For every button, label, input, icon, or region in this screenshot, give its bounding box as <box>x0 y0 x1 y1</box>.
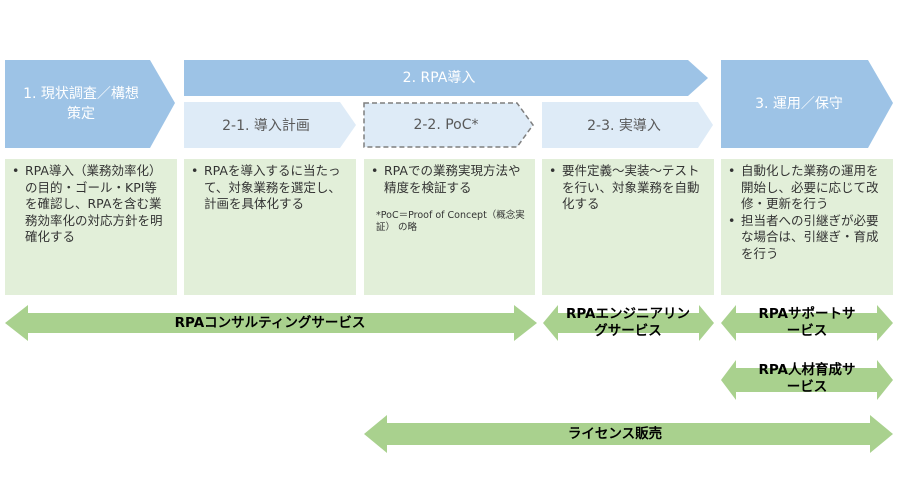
training-arrow <box>721 360 893 400</box>
support-service-label: RPAサポートサービス <box>758 306 856 339</box>
subphase-2-1-label: 2-1. 導入計画 <box>222 118 310 134</box>
subphase-2-3-chevron <box>542 102 713 148</box>
subphase-2-3-label: 2-3. 実導入 <box>587 118 661 134</box>
training-service-label: RPA人材育成サービス <box>758 362 856 395</box>
license-arrow <box>364 415 893 453</box>
phase-2-chevron <box>184 60 708 96</box>
phase-1-label: 1. 現状調査／構想策定 <box>23 86 139 122</box>
description-box-phase-2-2: RPAでの業務実現方法や精度を検証する *PoC＝Proof of Concep… <box>364 159 535 295</box>
description-box-phase-2-3: 要件定義～実装～テストを行い、対象業務を自動化する <box>542 159 714 295</box>
description-box-phase-2-1: RPAを導入するに当たって、対象業務を選定し、計画を具体化する <box>184 159 356 295</box>
consulting-service-label: RPAコンサルティングサービス <box>174 314 366 331</box>
consulting-arrow <box>5 305 537 341</box>
phase-2-label: 2. RPA導入 <box>402 70 476 86</box>
description-item: RPAを導入するに当たって、対象業務を選定し、計画を具体化する <box>191 163 348 213</box>
description-box-phase-3: 自動化した業務の運用を開始し、必要に応じて改修・更新を行う 担当者への引継ぎが必… <box>721 159 893 295</box>
description-item: RPA導入（業務効率化）の目的・ゴール・KPI等を確認し、RPAを含む業務効率化… <box>12 163 169 246</box>
description-box-phase-1: RPA導入（業務効率化）の目的・ゴール・KPI等を確認し、RPAを含む業務効率化… <box>5 159 177 295</box>
description-item: 自動化した業務の運用を開始し、必要に応じて改修・更新を行う <box>728 163 885 213</box>
phase-3-label: 3. 運用／保守 <box>755 96 843 112</box>
description-item: 担当者への引継ぎが必要な場合は、引継ぎ・育成を行う <box>728 213 885 263</box>
poc-footnote: *PoC＝Proof of Concept（概念実証） の略 <box>376 210 525 233</box>
license-sales-label: ライセンス販売 <box>567 425 663 442</box>
subphase-2-2-chevron <box>363 102 534 148</box>
phase-3-chevron <box>721 60 893 148</box>
engineering-arrow <box>543 305 714 341</box>
support-arrow <box>721 305 893 341</box>
phase-1-chevron <box>5 60 175 148</box>
description-item: RPAでの業務実現方法や精度を検証する <box>371 163 527 196</box>
subphase-2-1-chevron <box>184 102 356 148</box>
engineering-service-label: RPAエンジニアリングサービス <box>566 306 690 339</box>
subphase-2-2-label: 2-2. PoC* <box>413 117 479 133</box>
description-item: 要件定義～実装～テストを行い、対象業務を自動化する <box>549 163 706 213</box>
